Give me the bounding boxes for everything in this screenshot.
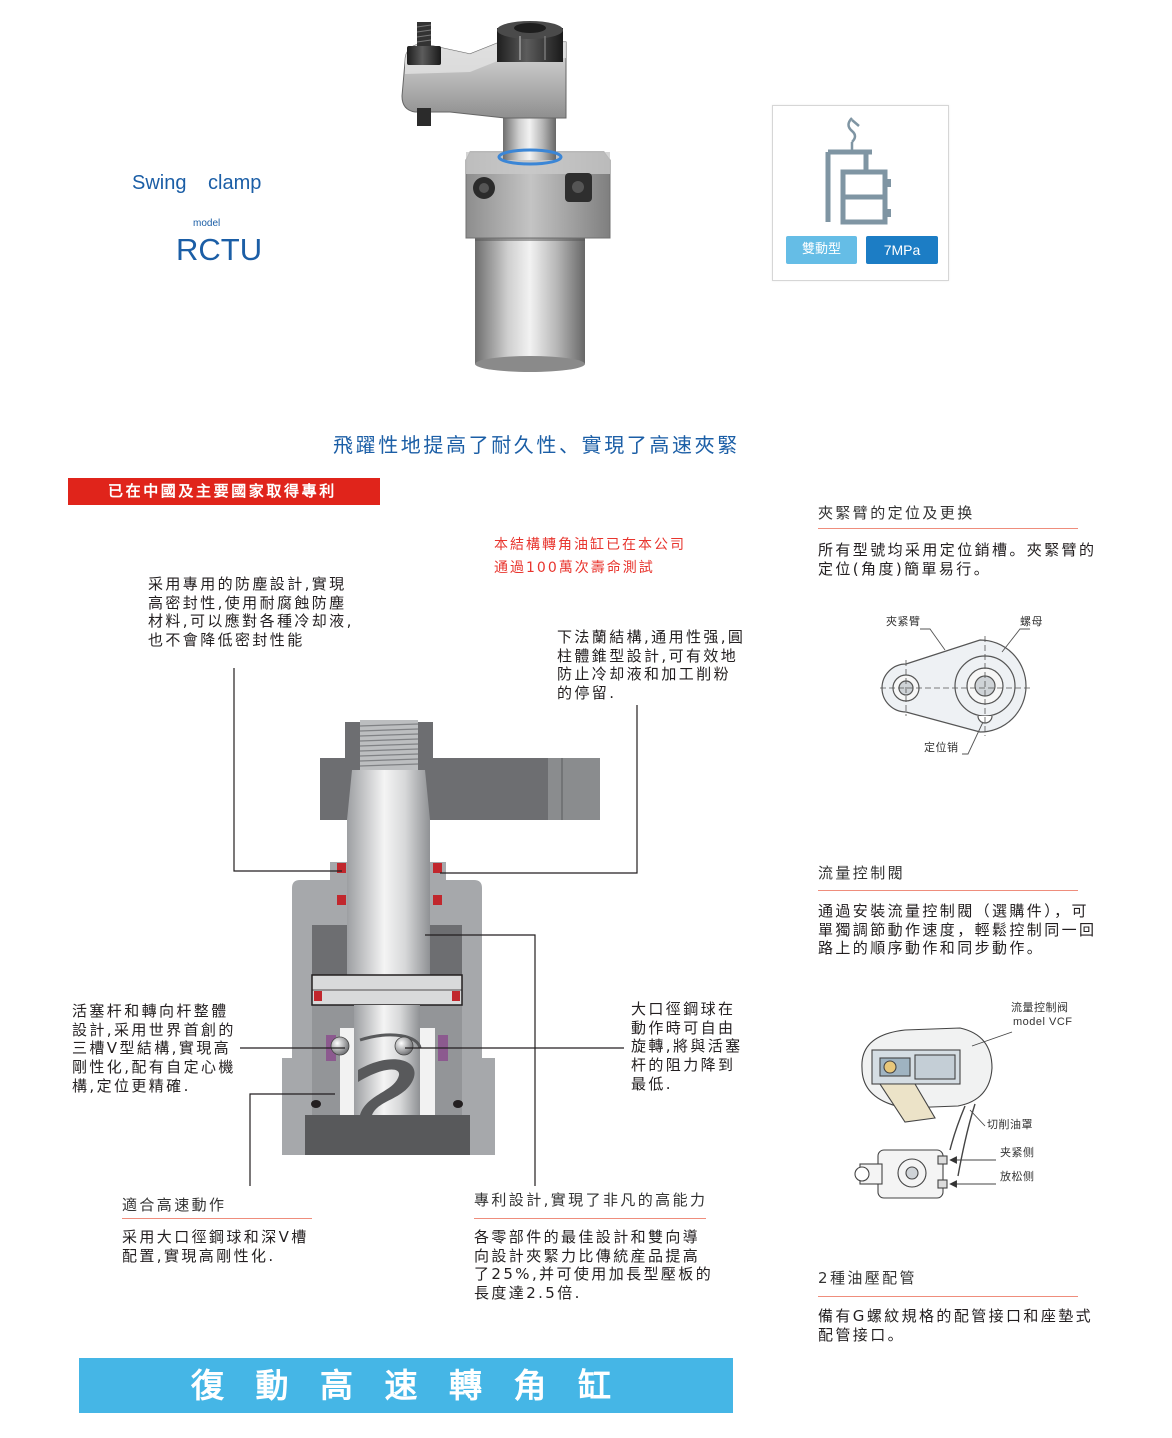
note-line: 通過100萬次壽命測試 — [494, 560, 655, 576]
callout-line: 采用專用的防塵設計,實現 — [148, 575, 347, 593]
side-line: 定位(角度)簡單易行。 — [818, 559, 992, 578]
callout-line: 高密封性,使用耐腐蝕防塵 — [148, 593, 347, 612]
double-acting-cylinder-symbol-icon — [825, 117, 891, 225]
feature-title-patent-design: 專利設計,實現了非凡的高能力 — [474, 1191, 708, 1209]
label-nut: 螺母 — [1020, 615, 1043, 628]
callout-line: 旋轉,將與活塞 — [631, 1037, 743, 1056]
side-line: 路上的順序動作和同步動作。 — [818, 939, 1045, 958]
patent-banner: 已在中國及主要國家取得專利 — [68, 478, 380, 505]
callout-line: 防止冷却液和加工削粉 — [557, 665, 732, 684]
side-body-flow-control: 通過安裝流量控制閥（選購件），可 單獨調節動作速度，輕鬆控制同一回 路上的順序動… — [818, 902, 1096, 958]
product-name: 復 動 高 速 轉 角 缸 — [191, 1366, 621, 1405]
callout-line: 活塞杆和轉向杆整體 — [72, 1002, 229, 1020]
side-title-arm-positioning: 夾緊臂的定位及更换 — [818, 504, 975, 522]
feature-title-high-speed: 適合高速動作 — [122, 1196, 227, 1214]
side-line: 通過安裝流量控制閥（選購件），可 — [818, 902, 1089, 920]
side-divider — [818, 528, 1078, 529]
flow-control-valve-diagram — [854, 1027, 1013, 1199]
callout-line: 最低. — [631, 1074, 673, 1093]
feature-divider — [474, 1218, 706, 1219]
label-clamp-arm: 夾紧臂 — [886, 615, 921, 628]
feature-body-high-speed: 采用大口徑鋼球和深V槽 配置,實現高剛性化. — [122, 1228, 309, 1265]
feature-line: 采用大口徑鋼球和深V槽 — [122, 1228, 309, 1246]
callout-line: 杆的阻力降到 — [631, 1056, 736, 1075]
callout-line: 大口徑鋼球在 — [631, 1000, 736, 1018]
callout-line: 材料,可以應對各種冷却液, — [148, 612, 354, 631]
headline: 飛躍性地提高了耐久性、實現了高速夾緊 — [333, 433, 740, 457]
arm-positioning-diagram — [880, 628, 1032, 755]
callout-line: 三槽V型結構,實現高 — [72, 1039, 232, 1058]
side-divider — [818, 1296, 1078, 1297]
feature-line: 配置,實現高剛性化. — [122, 1246, 276, 1265]
label-valve-model: model VCF — [1013, 1016, 1073, 1028]
side-body-piping: 備有G螺紋規格的配管接口和座墊式 配管接口。 — [818, 1307, 1093, 1344]
callout-flange: 下法蘭結構,通用性强,圓 柱體錐型設計,可有效地 防止冷却液和加工削粉 的停留. — [557, 628, 745, 703]
feature-line: 了25%,并可使用加長型壓板的 — [474, 1265, 714, 1284]
callout-line: 剛性化,配有自定心機 — [72, 1058, 236, 1077]
feature-line: 長度達2.5倍. — [474, 1284, 582, 1303]
callout-integrated-rod: 活塞杆和轉向杆整體 設計,采用世界首創的 三槽V型結構,實現高 剛性化,配有自定… — [72, 1002, 236, 1096]
callout-line: 下法蘭結構,通用性强,圓 — [557, 628, 746, 646]
callout-line: 構,定位更精確. — [72, 1076, 191, 1095]
note-line: 本結構轉角油缸已在本公司 — [494, 537, 686, 553]
callout-line: 動作時可自由 — [631, 1018, 736, 1037]
life-test-note: 本結構轉角油缸已在本公司 通過100萬次壽命測試 — [494, 534, 686, 580]
label-locating-pin: 定位销 — [924, 741, 959, 754]
callout-leader-lines — [233, 668, 638, 1186]
cross-section-diagram — [282, 720, 600, 1155]
label-coolant-cover: 切削油罩 — [987, 1118, 1033, 1131]
side-divider — [818, 890, 1078, 891]
product-title: Swing clamp — [132, 172, 262, 194]
side-line: 配管接口。 — [818, 1325, 906, 1344]
label-flow-valve: 流量控制阀 — [1011, 1001, 1069, 1014]
side-line: 所有型號均采用定位銷槽。夾緊臂的 — [818, 541, 1097, 559]
callout-steel-ball: 大口徑鋼球在 動作時可自由 旋轉,將與活塞 杆的阻力降到 最低. — [631, 1000, 743, 1094]
action-type-badge: 雙動型 — [786, 236, 857, 264]
model-label: model — [193, 218, 221, 229]
side-line: 備有G螺紋規格的配管接口和座墊式 — [818, 1307, 1094, 1325]
product-photo — [401, 21, 611, 372]
callout-line: 設計,采用世界首創的 — [72, 1020, 236, 1039]
callout-line: 也不會降低密封性能 — [148, 631, 305, 650]
feature-line: 向設計夾緊力比傳統産品提高 — [474, 1246, 701, 1265]
model-number: RCTU — [176, 232, 263, 267]
label-release-side: 放松侧 — [1000, 1170, 1035, 1183]
feature-divider — [122, 1218, 312, 1219]
label-clamp-side: 夹紧侧 — [1000, 1146, 1035, 1159]
patent-banner-text: 已在中國及主要國家取得專利 — [108, 482, 337, 500]
side-line: 單獨調節動作速度，輕鬆控制同一回 — [818, 920, 1097, 939]
feature-line: 各零部件的最佳設計和雙向導 — [474, 1228, 701, 1246]
callout-line: 柱體錐型設計,可有效地 — [557, 646, 739, 665]
pressure-badge: 7MPa — [866, 236, 938, 264]
callout-line: 的停留. — [557, 684, 617, 703]
callout-dust-seal: 采用專用的防塵設計,實現 高密封性,使用耐腐蝕防塵 材料,可以應對各種冷却液, … — [148, 575, 354, 650]
product-name-banner: 復 動 高 速 轉 角 缸 — [79, 1358, 733, 1413]
feature-body-patent-design: 各零部件的最佳設計和雙向導 向設計夾緊力比傳統産品提高 了25%,并可使用加長型… — [474, 1228, 713, 1303]
side-title-piping: 2種油壓配管 — [818, 1269, 917, 1287]
side-title-flow-control: 流量控制閥 — [818, 864, 906, 882]
side-body-arm-positioning: 所有型號均采用定位銷槽。夾緊臂的 定位(角度)簡單易行。 — [818, 541, 1096, 578]
